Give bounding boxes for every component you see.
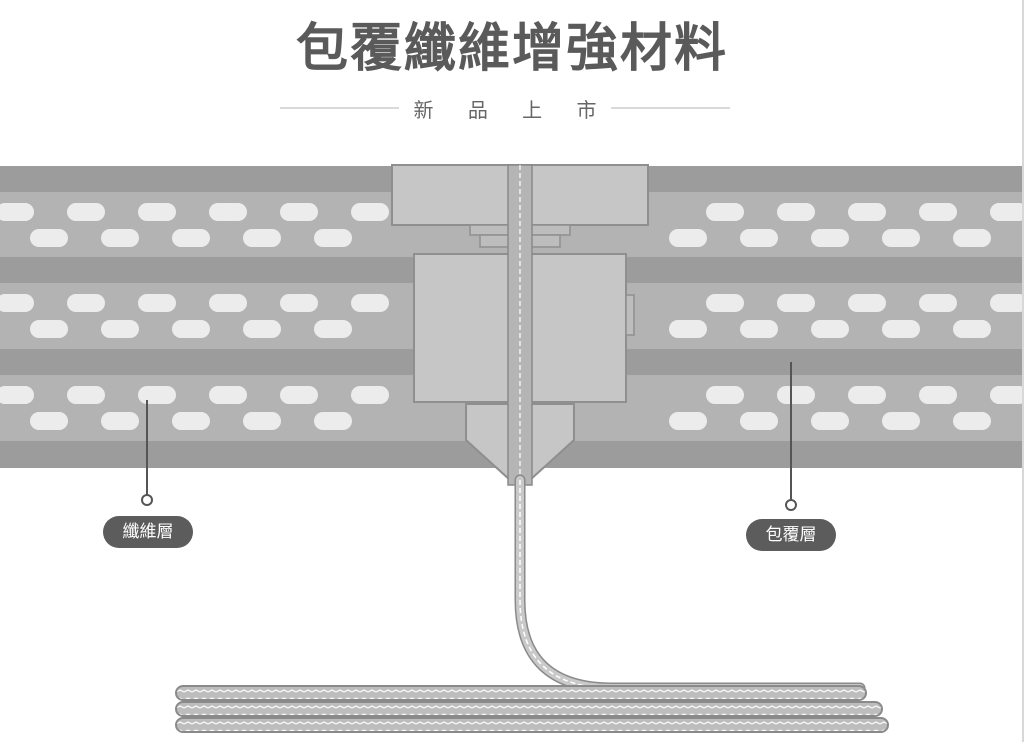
fiber-hole <box>777 386 815 404</box>
fiber-hole <box>669 229 707 247</box>
fiber-hole <box>740 320 778 338</box>
fiber-hole <box>0 203 34 221</box>
fiber-hole <box>351 386 389 404</box>
fiber-hole <box>138 294 176 312</box>
right-border <box>1022 0 1024 742</box>
fiber-hole <box>280 294 318 312</box>
filament-icon <box>514 474 866 694</box>
page-title: 包覆纖維增強材料 <box>295 19 728 79</box>
fiber-hole <box>138 203 176 221</box>
subtitle-divider-left <box>280 107 400 109</box>
fiber-hole <box>209 386 247 404</box>
fiber-hole <box>953 412 991 430</box>
fiber-hole <box>314 320 352 338</box>
fiber-hole <box>669 320 707 338</box>
fiber-hole <box>30 320 68 338</box>
fiber-hole <box>919 203 957 221</box>
fiber-hole <box>953 320 991 338</box>
fiber-hole <box>351 203 389 221</box>
fiber-hole <box>172 320 210 338</box>
fiber-hole <box>67 203 105 221</box>
fiber-holes <box>0 203 1024 430</box>
fiber-hole <box>811 320 849 338</box>
fiber-hole <box>351 294 389 312</box>
subtitle-row: 新 品 上 市 <box>280 94 731 122</box>
subtitle: 新 品 上 市 <box>413 97 611 122</box>
fiber-hole <box>314 229 352 247</box>
fiber-hole <box>172 229 210 247</box>
fiber-hole <box>919 386 957 404</box>
fiber-hole <box>919 294 957 312</box>
fiber-hole <box>243 229 281 247</box>
fiber-hole <box>280 203 318 221</box>
fiber-hole <box>990 386 1024 404</box>
fiber-hole <box>280 386 318 404</box>
fiber-layer-pointer <box>141 400 153 506</box>
fiber-hole <box>209 203 247 221</box>
fiber-hole <box>706 294 744 312</box>
coating-layer-label: 包覆層 <box>746 519 836 551</box>
fiber-hole <box>0 294 34 312</box>
fiber-hole <box>811 229 849 247</box>
fiber-hole <box>882 320 920 338</box>
fiber-hole <box>740 412 778 430</box>
fiber-hole <box>990 294 1024 312</box>
fiber-hole <box>209 294 247 312</box>
subtitle-divider-right <box>610 107 731 109</box>
fiber-hole <box>101 412 139 430</box>
fiber-hole <box>0 386 34 404</box>
fiber-hole <box>706 203 744 221</box>
fiber-layer-label: 纖維層 <box>103 516 193 548</box>
fiber-hole <box>101 320 139 338</box>
fiber-hole <box>172 412 210 430</box>
fiber-hole <box>314 412 352 430</box>
fiber-hole <box>740 229 778 247</box>
fiber-hole <box>953 229 991 247</box>
printed-layers-icon <box>175 685 889 733</box>
fiber-hole <box>669 412 707 430</box>
fiber-hole <box>990 203 1024 221</box>
fiber-hole <box>30 412 68 430</box>
fiber-hole <box>777 203 815 221</box>
coating-layer-pointer <box>785 362 797 511</box>
fiber-hole <box>848 294 886 312</box>
fiber-hole <box>243 320 281 338</box>
fiber-hole <box>101 229 139 247</box>
fiber-hole <box>30 229 68 247</box>
fiber-hole <box>67 386 105 404</box>
fiber-hole <box>706 386 744 404</box>
fiber-hole <box>811 412 849 430</box>
fiber-hole <box>138 386 176 404</box>
fiber-hole <box>777 294 815 312</box>
fiber-hole <box>243 412 281 430</box>
fiber-hole <box>67 294 105 312</box>
fiber-hole <box>848 386 886 404</box>
fiber-hole <box>848 203 886 221</box>
fiber-hole <box>882 229 920 247</box>
fiber-hole <box>882 412 920 430</box>
